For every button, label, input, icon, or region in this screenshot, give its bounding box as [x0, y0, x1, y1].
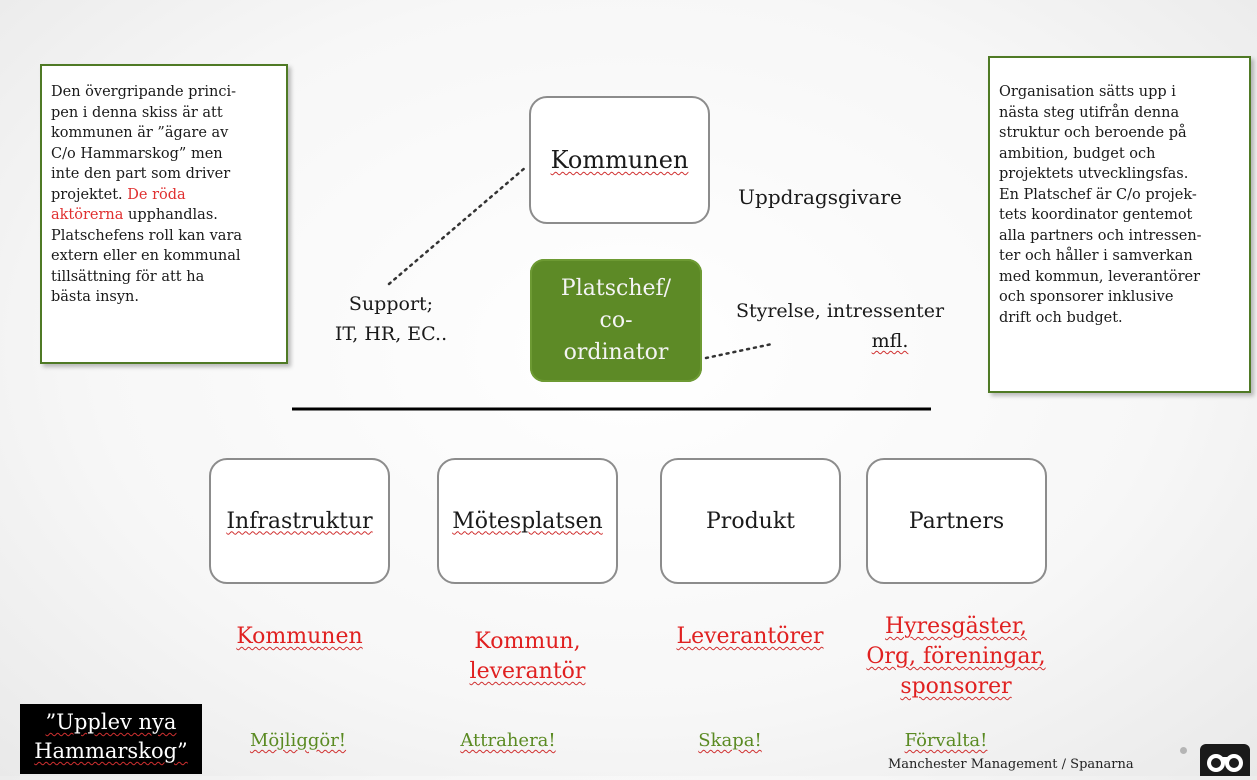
footer-dot	[1180, 747, 1187, 754]
binoculars-logo-icon	[1200, 744, 1250, 776]
connector-platschef-styrelse	[704, 342, 774, 360]
green-label-skapa: Skapa!	[698, 730, 762, 751]
green-label-mojliggor: Möjliggör!	[249, 730, 347, 751]
red-label-hyresgaster: Hyresgäster, Org, föreningar, sponsorer	[866, 614, 1046, 699]
quote-box: ”Upplev nya Hammarskog”	[20, 704, 202, 774]
green-label-attrahera: Attrahera!	[460, 730, 556, 751]
left-note: Den övergripande princi- pen i denna ski…	[40, 64, 288, 364]
connector-support-kommunen	[387, 165, 528, 286]
support-label: Support; IT, HR, EC..	[334, 293, 448, 345]
right-note-text: Organisation sätts upp i nästa steg utif…	[999, 84, 1202, 326]
motesplatsen-box: Mötesplatsen	[437, 458, 618, 584]
left-note-text: Den övergripande princi- pen i denna ski…	[51, 84, 243, 305]
red-label-kommun-leverantor: Kommun, leverantör	[469, 629, 586, 684]
produkt-box: Produkt	[660, 458, 841, 584]
platschef-line-1: Platschef/	[560, 275, 672, 301]
kommunen-box-label: Kommunen	[550, 146, 689, 174]
green-label-forvalta: Förvalta!	[904, 730, 988, 751]
right-note: Organisation sätts upp i nästa steg utif…	[988, 56, 1251, 393]
red-actors-text: De röda	[127, 186, 186, 203]
infrastruktur-box: Infrastruktur	[209, 458, 390, 584]
red-label-kommunen: Kommunen	[236, 624, 363, 649]
kommunen-box: Kommunen	[529, 96, 710, 224]
red-label-leverantorer: Leverantörer	[676, 624, 824, 649]
partners-box: Partners	[866, 458, 1047, 584]
platschef-line-3: ordinator	[563, 339, 669, 365]
platschef-line-2: co-	[599, 307, 633, 333]
styrelse-label: Styrelse, intressenter mfl.	[735, 300, 945, 352]
platschef-box: Platschef/ co- ordinator	[530, 259, 702, 382]
uppdragsgivare-label: Uppdragsgivare	[738, 185, 902, 209]
footer-text: Manchester Management / Spanarna	[888, 757, 1134, 772]
